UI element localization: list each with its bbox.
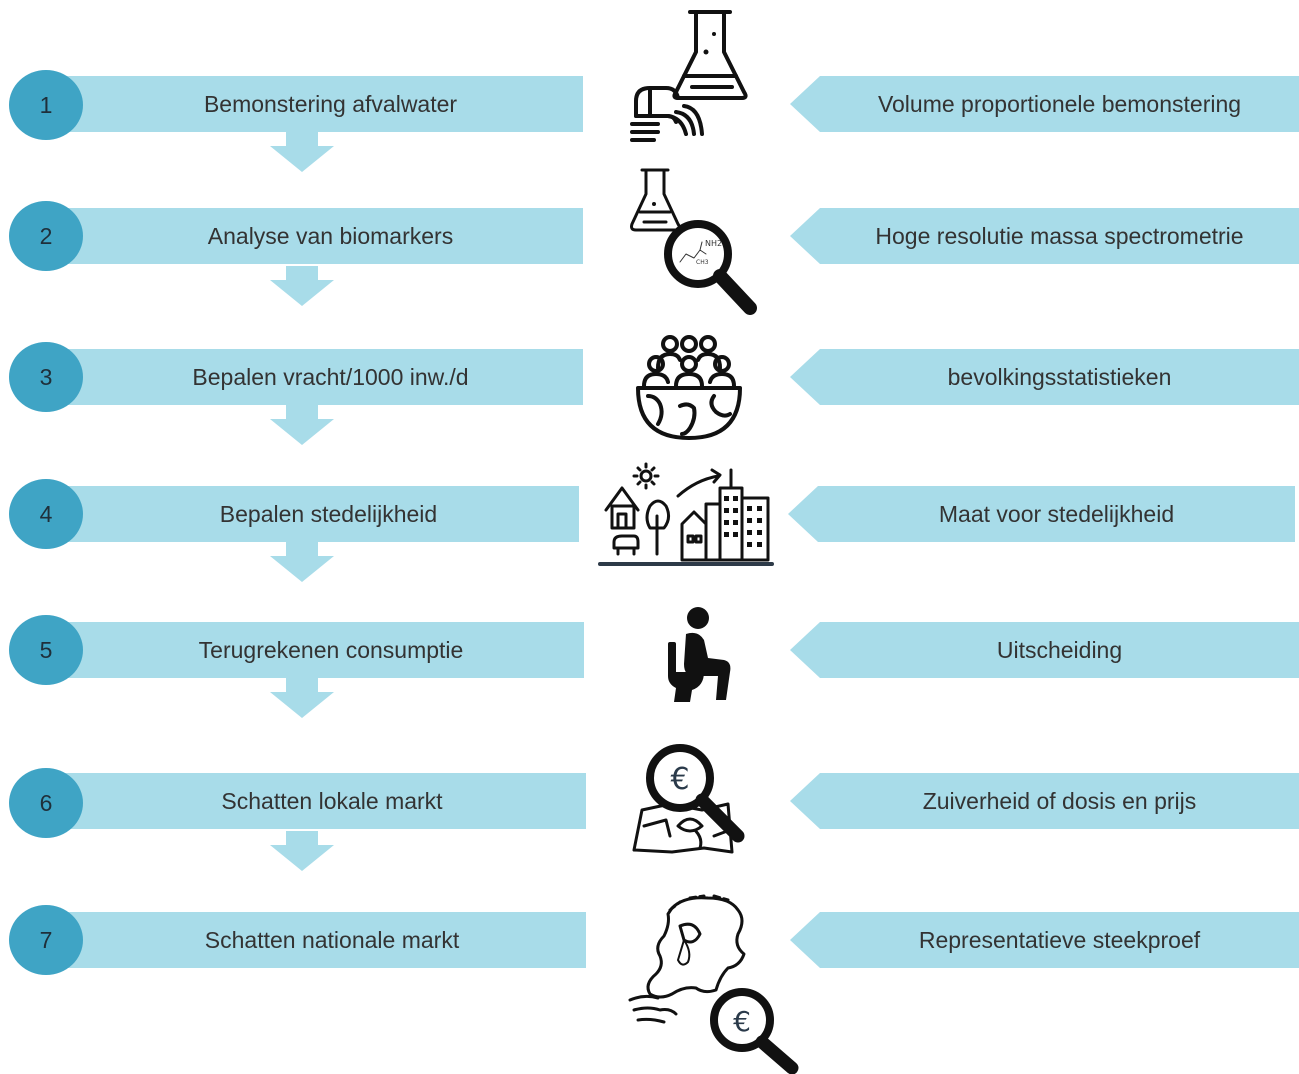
step-bar: Schatten nationale markt xyxy=(48,912,586,968)
molecule-label-nh2: NH2 xyxy=(705,239,722,248)
step-number-badge: 6 xyxy=(9,768,83,838)
step-bar: Bepalen stedelijkheid xyxy=(48,486,579,542)
rural-urban-icon xyxy=(598,458,774,570)
input-label: Volume proportionele bemonstering xyxy=(877,91,1242,117)
step-number: 5 xyxy=(39,636,53,663)
input-arrow-box: Hoge resolutie massa spectrometrie xyxy=(790,208,1299,264)
step-number: 1 xyxy=(39,91,53,118)
step-number-badge: 4 xyxy=(9,479,83,549)
step-bar: Schatten lokale markt xyxy=(48,773,586,829)
flask-magnifier-icon: NH2 CH3 xyxy=(628,166,763,326)
step-number-badge: 2 xyxy=(9,201,83,271)
step-row-4: Bepalen stedelijkheid 4 Maat voor stedel… xyxy=(0,479,1299,582)
step-row-6: Schatten lokale markt 6 Zuiverheid of do… xyxy=(0,768,1299,871)
step-number-badge: 5 xyxy=(9,615,83,685)
input-label: Representatieve steekproef xyxy=(918,927,1201,953)
input-label: bevolkingsstatistieken xyxy=(947,364,1172,390)
population-globe-icon xyxy=(634,334,744,442)
input-arrow-box: Uitscheiding xyxy=(790,622,1299,678)
step-number: 7 xyxy=(39,926,53,953)
step-row-2: Analyse van biomarkers 2 Hoge resolutie … xyxy=(0,201,1299,306)
euro-sign: € xyxy=(733,1005,751,1038)
input-arrow-box: Representatieve steekproef xyxy=(790,912,1299,968)
down-arrow xyxy=(270,678,334,718)
step-row-5: Terugrekenen consumptie 5 Uitscheiding xyxy=(0,615,1299,718)
step-number-badge: 3 xyxy=(9,342,83,412)
step-label: Bepalen vracht/1000 inw./d xyxy=(192,364,469,390)
netherlands-euro-search-icon: € xyxy=(624,890,804,1074)
step-label: Terugrekenen consumptie xyxy=(198,637,464,663)
input-arrow-box: Maat voor stedelijkheid xyxy=(788,486,1295,542)
input-label: Maat voor stedelijkheid xyxy=(938,501,1175,527)
step-number-badge: 7 xyxy=(9,905,83,975)
step-number: 4 xyxy=(39,500,53,527)
step-row-3: Bepalen vracht/1000 inw./d 3 bevolkingss… xyxy=(0,342,1299,445)
down-arrow xyxy=(270,542,334,582)
input-label: Zuiverheid of dosis en prijs xyxy=(922,788,1197,814)
step-number-badge: 1 xyxy=(9,70,83,140)
step-label: Bepalen stedelijkheid xyxy=(219,501,438,527)
input-label: Hoge resolutie massa spectrometrie xyxy=(875,223,1244,249)
input-arrow-box: Volume proportionele bemonstering xyxy=(790,76,1299,132)
down-arrow xyxy=(270,132,334,172)
step-row-1: Bemonstering afvalwater 1 Volume proport… xyxy=(0,70,1299,172)
toilet-person-icon xyxy=(664,606,734,704)
input-label: Uitscheiding xyxy=(996,637,1123,663)
step-label: Schatten lokale markt xyxy=(221,788,443,814)
step-number: 6 xyxy=(39,789,53,816)
euro-sign: € xyxy=(670,762,689,797)
step-bar: Bepalen vracht/1000 inw./d xyxy=(48,349,583,405)
down-arrow xyxy=(270,266,334,306)
step-bar: Bemonstering afvalwater xyxy=(48,76,583,132)
step-bar: Terugrekenen consumptie xyxy=(48,622,584,678)
input-arrow-box: Zuiverheid of dosis en prijs xyxy=(790,773,1299,829)
step-bar: Analyse van biomarkers xyxy=(48,208,583,264)
step-label: Analyse van biomarkers xyxy=(207,223,454,249)
step-number: 3 xyxy=(39,363,53,390)
step-label: Schatten nationale markt xyxy=(204,927,460,953)
flask-sewer-icon xyxy=(628,6,758,156)
molecule-label-ch3: CH3 xyxy=(696,259,709,266)
down-arrow xyxy=(270,405,334,445)
step-label: Bemonstering afvalwater xyxy=(203,91,458,117)
step-number: 2 xyxy=(39,222,53,249)
input-arrow-box: bevolkingsstatistieken xyxy=(790,349,1299,405)
euro-map-search-icon: € xyxy=(630,740,750,856)
down-arrow xyxy=(270,831,334,871)
step-row-7: Schatten nationale markt 7 Representatie… xyxy=(0,905,1299,992)
